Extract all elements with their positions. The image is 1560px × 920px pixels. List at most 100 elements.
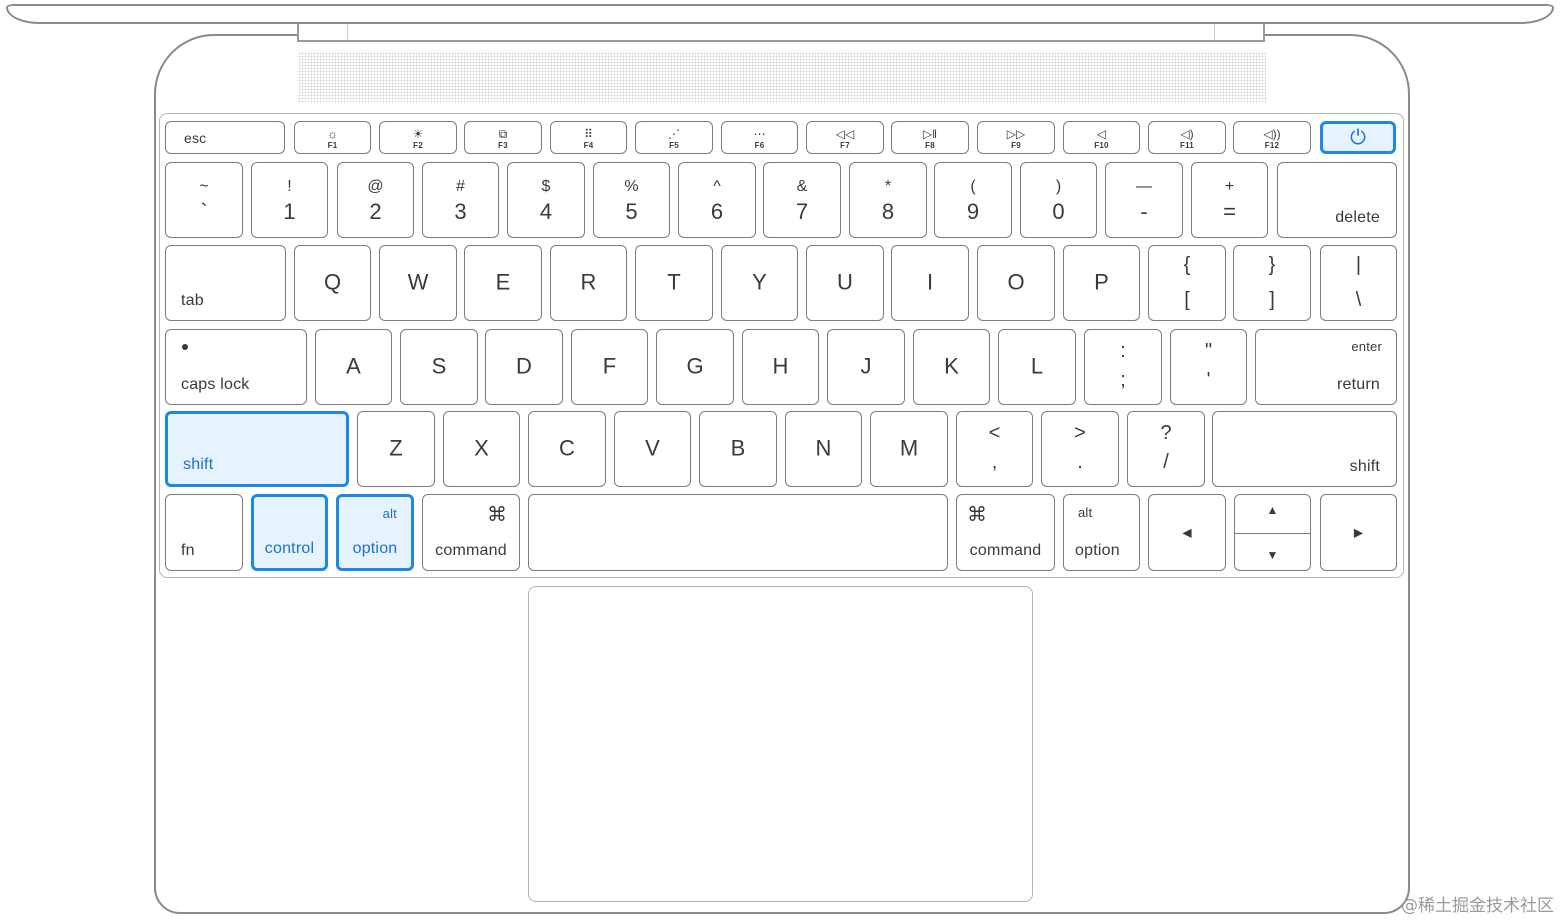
key-l[interactable]: L (998, 329, 1076, 405)
key-g[interactable]: G (656, 329, 734, 405)
key-0-symbol[interactable]: )0 (1020, 162, 1097, 238)
key-symbol: 9 (966, 199, 980, 224)
key-z[interactable]: Z (357, 411, 435, 487)
key-letter: R (580, 269, 597, 295)
key-symbol: 8 (881, 199, 895, 224)
key-arrow-left[interactable]: ◀ (1148, 494, 1226, 571)
key-t[interactable]: T (635, 245, 713, 321)
key-power[interactable]: ⏻ (1320, 121, 1396, 154)
key-space[interactable] (528, 494, 948, 571)
key-letter: S (431, 353, 447, 379)
key-arrow-up-down[interactable]: ▲▼ (1234, 494, 1311, 571)
key-f1[interactable]: ☼F1 (294, 121, 371, 154)
key-shift-left[interactable]: shift (165, 411, 349, 487)
key-symbol-symbol[interactable]: += (1191, 162, 1268, 238)
key-symbol-symbol[interactable]: ~` (165, 162, 243, 238)
key-f5[interactable]: ⋰F5 (635, 121, 713, 154)
key-symbol-symbol[interactable]: <, (956, 411, 1033, 487)
key-fn[interactable]: fn (165, 494, 243, 571)
key-9-symbol[interactable]: (9 (934, 162, 1012, 238)
key-tab[interactable]: tab (165, 245, 286, 321)
key-f11[interactable]: ◁)F11 (1148, 121, 1226, 154)
key-f10[interactable]: ◁F10 (1063, 121, 1140, 154)
key-c[interactable]: C (528, 411, 606, 487)
key-5-symbol[interactable]: %5 (593, 162, 670, 238)
key-m[interactable]: M (870, 411, 948, 487)
mute-icon: ◁ (1096, 127, 1107, 141)
key-w[interactable]: W (379, 245, 457, 321)
mission-control-icon: ⧉ (498, 127, 508, 141)
key-symbol-symbol[interactable]: ?/ (1127, 411, 1205, 487)
key-delete[interactable]: delete (1277, 162, 1397, 238)
key-command-left[interactable]: command⌘ (422, 494, 520, 571)
key-symbol-symbol[interactable]: "' (1170, 329, 1247, 405)
key-label: F5 (669, 141, 679, 150)
key-shift-symbol: } (1268, 254, 1276, 276)
key-d[interactable]: D (485, 329, 563, 405)
key-shift-symbol: & (796, 178, 808, 195)
key-arrow-right[interactable]: ▶ (1320, 494, 1397, 571)
trackpad[interactable] (528, 586, 1033, 902)
key-control[interactable]: control (251, 494, 328, 571)
key-shift-right[interactable]: shift (1212, 411, 1397, 487)
key-o[interactable]: O (977, 245, 1055, 321)
key-f9[interactable]: ▷▷F9 (977, 121, 1055, 154)
key-e[interactable]: E (464, 245, 542, 321)
key-p[interactable]: P (1063, 245, 1140, 321)
key-7-symbol[interactable]: &7 (763, 162, 841, 238)
lid-edge (6, 4, 1554, 24)
brightness-up-icon: ☀ (412, 127, 424, 141)
key-h[interactable]: H (742, 329, 819, 405)
key-2-symbol[interactable]: @2 (337, 162, 414, 238)
key-label: F12 (1264, 141, 1280, 150)
key-symbol-symbol[interactable]: {[ (1148, 245, 1226, 321)
key-f3[interactable]: ⧉F3 (464, 121, 542, 154)
key-f12[interactable]: ◁))F12 (1233, 121, 1311, 154)
key-x[interactable]: X (443, 411, 520, 487)
key-n[interactable]: N (785, 411, 862, 487)
key-symbol-symbol[interactable]: —- (1105, 162, 1183, 238)
key-f7[interactable]: ◁◁F7 (806, 121, 884, 154)
key-esc[interactable]: esc (165, 121, 285, 154)
key-u[interactable]: U (806, 245, 884, 321)
key-6-symbol[interactable]: ^6 (678, 162, 756, 238)
key-8-symbol[interactable]: *8 (849, 162, 927, 238)
key-f8[interactable]: ▷‖F8 (891, 121, 969, 154)
key-q[interactable]: Q (294, 245, 371, 321)
key-symbol-symbol[interactable]: :; (1084, 329, 1162, 405)
key-symbol: ] (1269, 289, 1275, 311)
key-y[interactable]: Y (721, 245, 798, 321)
key-k[interactable]: K (913, 329, 990, 405)
key-4-symbol[interactable]: $4 (507, 162, 585, 238)
key-shift-symbol: ) (1055, 178, 1062, 195)
key-s[interactable]: S (400, 329, 478, 405)
key-j[interactable]: J (827, 329, 905, 405)
key-caps-lock[interactable]: caps lock (165, 329, 307, 405)
key-letter: Q (323, 269, 342, 295)
key-command-right[interactable]: command⌘ (956, 494, 1055, 571)
key-i[interactable]: I (891, 245, 969, 321)
caps-lock-indicator (182, 344, 188, 350)
key-1-symbol[interactable]: !1 (251, 162, 328, 238)
arrow-down-icon: ▼ (1266, 548, 1279, 562)
key-symbol-symbol[interactable]: |\ (1320, 245, 1397, 321)
key-symbol-symbol[interactable]: >. (1041, 411, 1119, 487)
key-3-symbol[interactable]: #3 (422, 162, 499, 238)
key-r[interactable]: R (550, 245, 627, 321)
key-alt-label: alt (1078, 505, 1093, 520)
key-f2[interactable]: ☀F2 (379, 121, 457, 154)
key-symbol: [ (1184, 289, 1190, 311)
key-label: F7 (840, 141, 850, 150)
key-b[interactable]: B (699, 411, 777, 487)
key-shift-symbol: " (1204, 340, 1213, 362)
key-f4[interactable]: ⠿F4 (550, 121, 627, 154)
key-v[interactable]: V (614, 411, 691, 487)
key-f6[interactable]: ⋯F6 (721, 121, 798, 154)
key-f[interactable]: F (571, 329, 648, 405)
key-label: delete (1335, 209, 1380, 226)
key-a[interactable]: A (315, 329, 392, 405)
key-symbol-symbol[interactable]: }] (1233, 245, 1311, 321)
